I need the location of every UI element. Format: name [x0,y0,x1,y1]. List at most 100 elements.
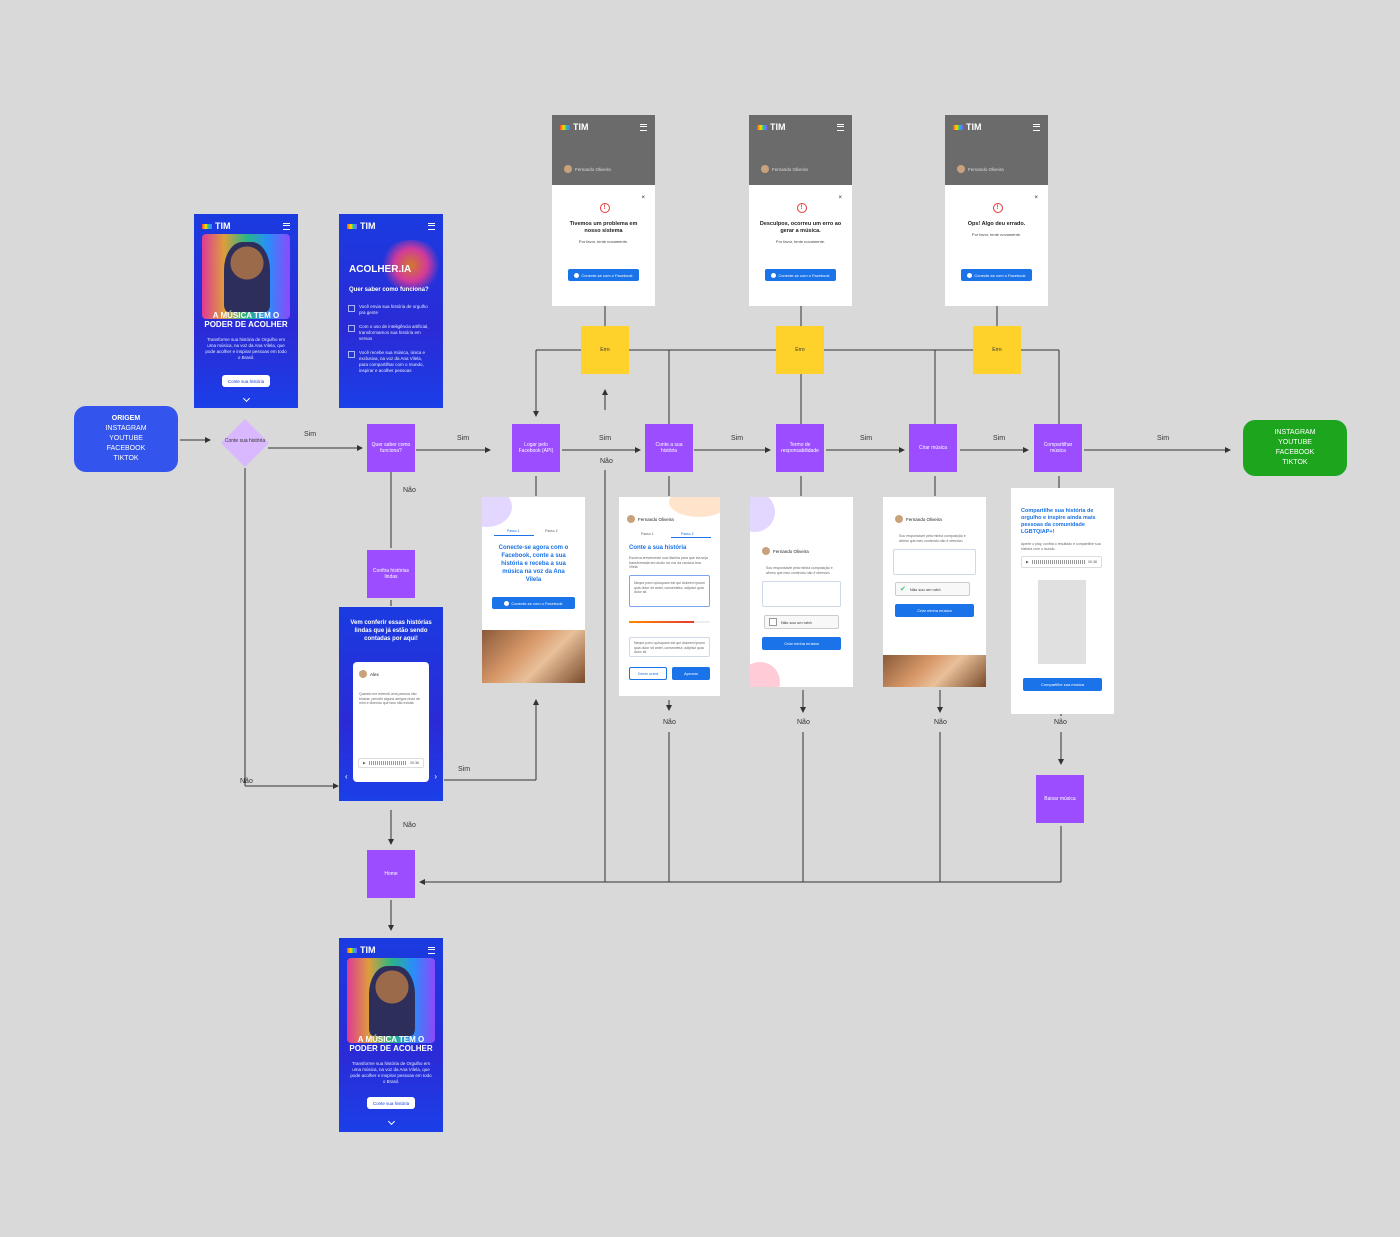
story-textarea[interactable]: Neque porro quisquam est qui dolorem ips… [629,575,710,607]
menu-icon[interactable] [1033,124,1040,131]
destination-terminal: INSTAGRAM YOUTUBE FACEBOOK TIKTOK [1243,420,1347,476]
tim-logo: TIM [347,945,376,955]
edge-label-no: Não [663,719,676,726]
step-underline [671,537,711,538]
error-subtitle: Por favor, tente novamente. [775,239,826,244]
screen-stories: Vem conferir essas histórias lindas que … [339,607,443,801]
step-underline [494,535,534,536]
screen-share-music: Compartilhe sua história de orgulho e in… [1011,488,1114,714]
share-music-button[interactable]: Compartilhe sua música [1023,678,1102,691]
story-preview [762,581,841,607]
error-node: Erro [776,326,824,374]
tim-logo: TIM [202,221,231,231]
edge-label-no: Não [403,822,416,829]
menu-icon[interactable] [640,124,647,131]
play-icon[interactable]: ▶ [363,761,366,765]
video-preview [1038,580,1086,664]
audio-player[interactable]: ▶ 00:36 [1021,556,1102,568]
progress-track [629,621,710,623]
menu-icon[interactable] [837,124,844,131]
connect-title: Conecte-se agora com o Facebook, conte a… [498,545,569,583]
user-header: Fernando Oliveira [762,547,809,555]
hero-text: Transforme sua história de Orgulho em um… [205,337,287,360]
chevron-left-icon[interactable]: ‹ [345,772,348,781]
hero-text: Transforme sua história de Orgulho em um… [350,1061,432,1084]
edge-label-no: Não [600,458,613,465]
tim-logo: TIM [560,122,589,132]
lyrics-box: Neque porro quisquam est qui dolorem ips… [629,637,710,657]
screen-tell-story: Fernando Oliveira Passo 1 Passo 2 Conte … [619,497,720,696]
error-subtitle: Por favor, tente novamente. [578,239,629,244]
menu-icon[interactable] [428,947,435,954]
audio-time: 00:36 [410,761,419,765]
waveform [368,761,408,765]
close-icon[interactable]: × [641,195,645,201]
error-title: Desculpos, ocorreu um erro ao gerar a mú… [759,221,842,234]
facebook-connect-button[interactable]: Conecte-se com o Facebook [961,269,1032,281]
user-header: Fernando Oliveira [761,165,808,173]
alert-icon: ! [992,203,1003,213]
audio-time: 00:36 [1088,560,1097,564]
captcha-widget[interactable]: Não sou um robô [764,615,839,629]
alert-icon: ! [796,203,807,213]
node-create-music: Criar música [909,424,957,472]
user-header: Fernando Oliveira [957,165,1004,173]
stories-title: Vem conferir essas histórias lindas que … [350,620,432,642]
error-node: Erro [973,326,1021,374]
facebook-connect-button[interactable]: Conecte-se com o Facebook [568,269,639,281]
chevron-down-icon[interactable] [242,394,251,403]
captcha-widget[interactable]: ✔Não sou um robô [895,582,970,596]
origin-title: ORIGEM [111,415,141,422]
edge-label-yes: Sim [731,435,744,442]
screen-terms: Fernando Oliveira Sou responsável pela m… [750,497,853,687]
responsibility-check[interactable]: Sou responsável pela minha composição e … [899,534,966,543]
hero-portrait [224,242,270,312]
story-text: Quando me entendi uma pessoa não binária… [359,692,421,705]
share-title: Compartilhe sua história de orgulho e in… [1021,508,1096,535]
facebook-connect-button[interactable]: Conecte-se com o Facebook [492,597,575,609]
destination-line: YOUTUBE [1278,439,1312,446]
close-icon[interactable]: × [838,195,842,201]
play-icon[interactable]: ▶ [1026,560,1029,564]
edge-label-no: Não [1054,719,1067,726]
tim-logo: TIM [347,221,376,231]
lyrics-text: Neque porro quisquam est qui dolorem ips… [634,641,705,654]
origin-line: FACEBOOK [106,445,146,452]
chevron-right-icon[interactable]: › [434,772,437,781]
step-tab-active: Passo 1 [507,529,520,533]
edge-label-no: Não [934,719,947,726]
how-title: Quer saber como funciona? [349,287,429,293]
approve-button[interactable]: Aprovar [672,667,710,680]
menu-icon[interactable] [283,223,290,230]
edge-label-yes: Sim [458,766,471,773]
facebook-connect-button[interactable]: Conecte-se com o Facebook [765,269,836,281]
error-modal: × ! Desculpos, ocorreu um erro ao gerar … [753,187,848,306]
edge-label-yes: Sim [599,435,612,442]
tell-story-button[interactable]: Conte sua história [367,1097,415,1109]
how-step: Com o uso de inteligência artificial, tr… [359,324,429,341]
create-music-button[interactable]: Criar minha música [762,637,841,650]
close-icon[interactable]: × [1034,195,1038,201]
create-music-button[interactable]: Criar minha música [895,604,974,617]
responsibility-check[interactable]: Sou responsável pela minha composição e … [766,566,833,575]
captcha-checkbox[interactable] [769,618,777,626]
error-title: Ops! Algo deu errado. [967,221,1026,227]
step-icon [348,351,355,358]
tell-story-button[interactable]: Conte sua história [222,375,270,387]
alert-icon: ! [599,203,610,213]
generate-other-button[interactable]: Gerar outra [629,667,667,680]
step-tab: Passo 2 [545,529,558,533]
audio-player[interactable]: ▶ 00:36 [358,758,424,768]
check-icon: ✔ [900,586,906,593]
decor-blob [669,497,720,517]
chevron-down-icon[interactable] [387,1117,396,1126]
menu-icon[interactable] [428,223,435,230]
node-view-stories: Confira histórias lindas [367,550,415,598]
story-author: Alex [359,670,379,678]
node-share-music: Compartilhar música [1034,424,1082,472]
node-tell-story: Conte a sua história [645,424,693,472]
story-intro: Escreva brevemente sua história para que… [629,556,708,569]
screen-how-it-works: TIM ACOLHER.IA Quer saber como funciona?… [339,214,443,408]
screen-error-generic: TIM Fernando Oliveira × ! Ops! Algo deu … [945,115,1048,306]
